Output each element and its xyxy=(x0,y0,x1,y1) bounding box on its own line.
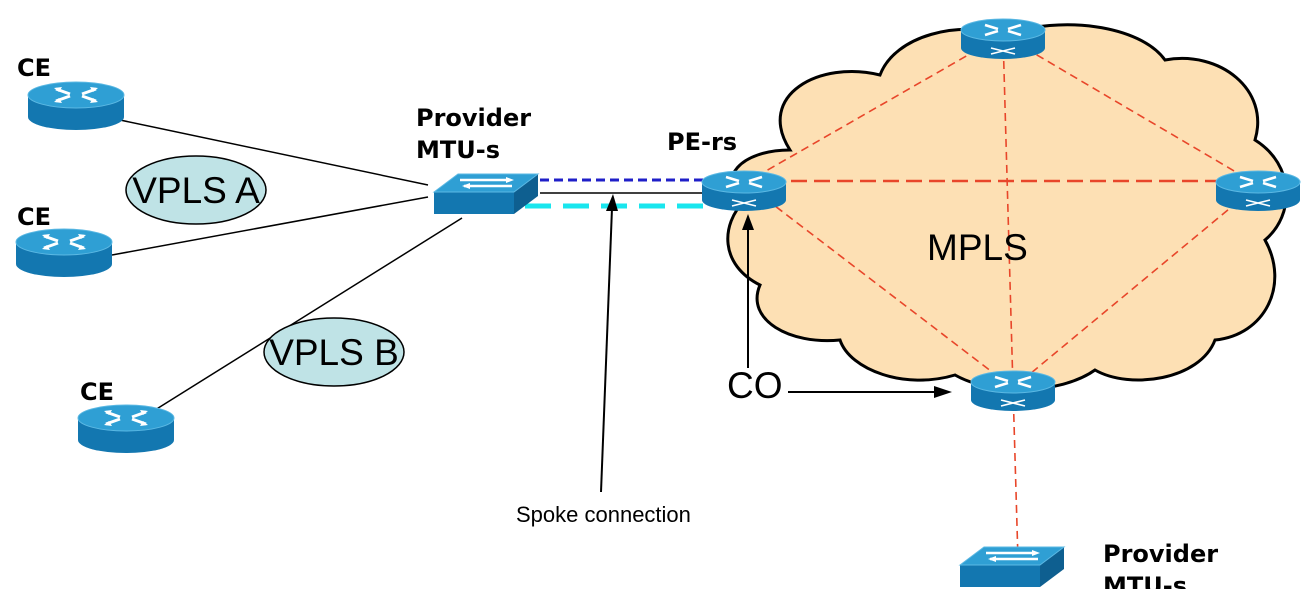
mtu-top-label-line2: MTU-s xyxy=(416,136,500,164)
switch-icon xyxy=(958,545,1066,589)
ce-label-2: CE xyxy=(17,203,51,231)
mtu-top-label-line1: Provider xyxy=(416,104,531,132)
spoke-connection-label: Spoke connection xyxy=(516,502,691,527)
router-icon xyxy=(959,17,1047,61)
mpls-full-mesh xyxy=(744,34,1259,561)
link-ce3-mtu xyxy=(154,217,463,411)
router-icon xyxy=(969,369,1057,413)
co-arrow-right xyxy=(788,386,952,398)
router-icon xyxy=(700,169,788,213)
ce-label-3: CE xyxy=(80,378,114,406)
router-icon xyxy=(26,80,126,132)
vpls-b-bubble: VPLS B xyxy=(263,317,405,387)
ce-router-2 xyxy=(14,227,114,279)
ce-label-1: CE xyxy=(17,54,51,82)
router-icon xyxy=(1214,169,1302,213)
link-ce1-mtu xyxy=(119,119,429,186)
router-icon xyxy=(76,403,176,455)
co-label: CO xyxy=(727,365,783,406)
co-arrow-up xyxy=(742,214,754,368)
mtu-bottom-label-line2: MTU-s xyxy=(1103,572,1187,589)
pe-router-right xyxy=(1214,169,1302,213)
vpls-b-label: VPLS B xyxy=(269,332,399,373)
vpls-a-label: VPLS A xyxy=(132,170,260,211)
mtu-bottom-label-line1: Provider xyxy=(1103,540,1218,568)
router-icon xyxy=(14,227,114,279)
pe-router-bottom xyxy=(969,369,1057,413)
mpls-label: MPLS xyxy=(927,227,1028,268)
switch-icon xyxy=(432,172,540,216)
ce-router-3 xyxy=(76,403,176,455)
pe-rs-label: PE-rs xyxy=(667,128,737,156)
pe-rs-router xyxy=(700,169,788,213)
mtu-switch-bottom xyxy=(958,545,1066,589)
pe-router-top xyxy=(959,17,1047,61)
vpls-a-bubble: VPLS A xyxy=(125,155,267,225)
link-ce2-mtu xyxy=(111,196,429,256)
ce-router-1 xyxy=(26,80,126,132)
spoke-arrow xyxy=(600,194,618,493)
mtu-switch-top xyxy=(432,172,540,216)
